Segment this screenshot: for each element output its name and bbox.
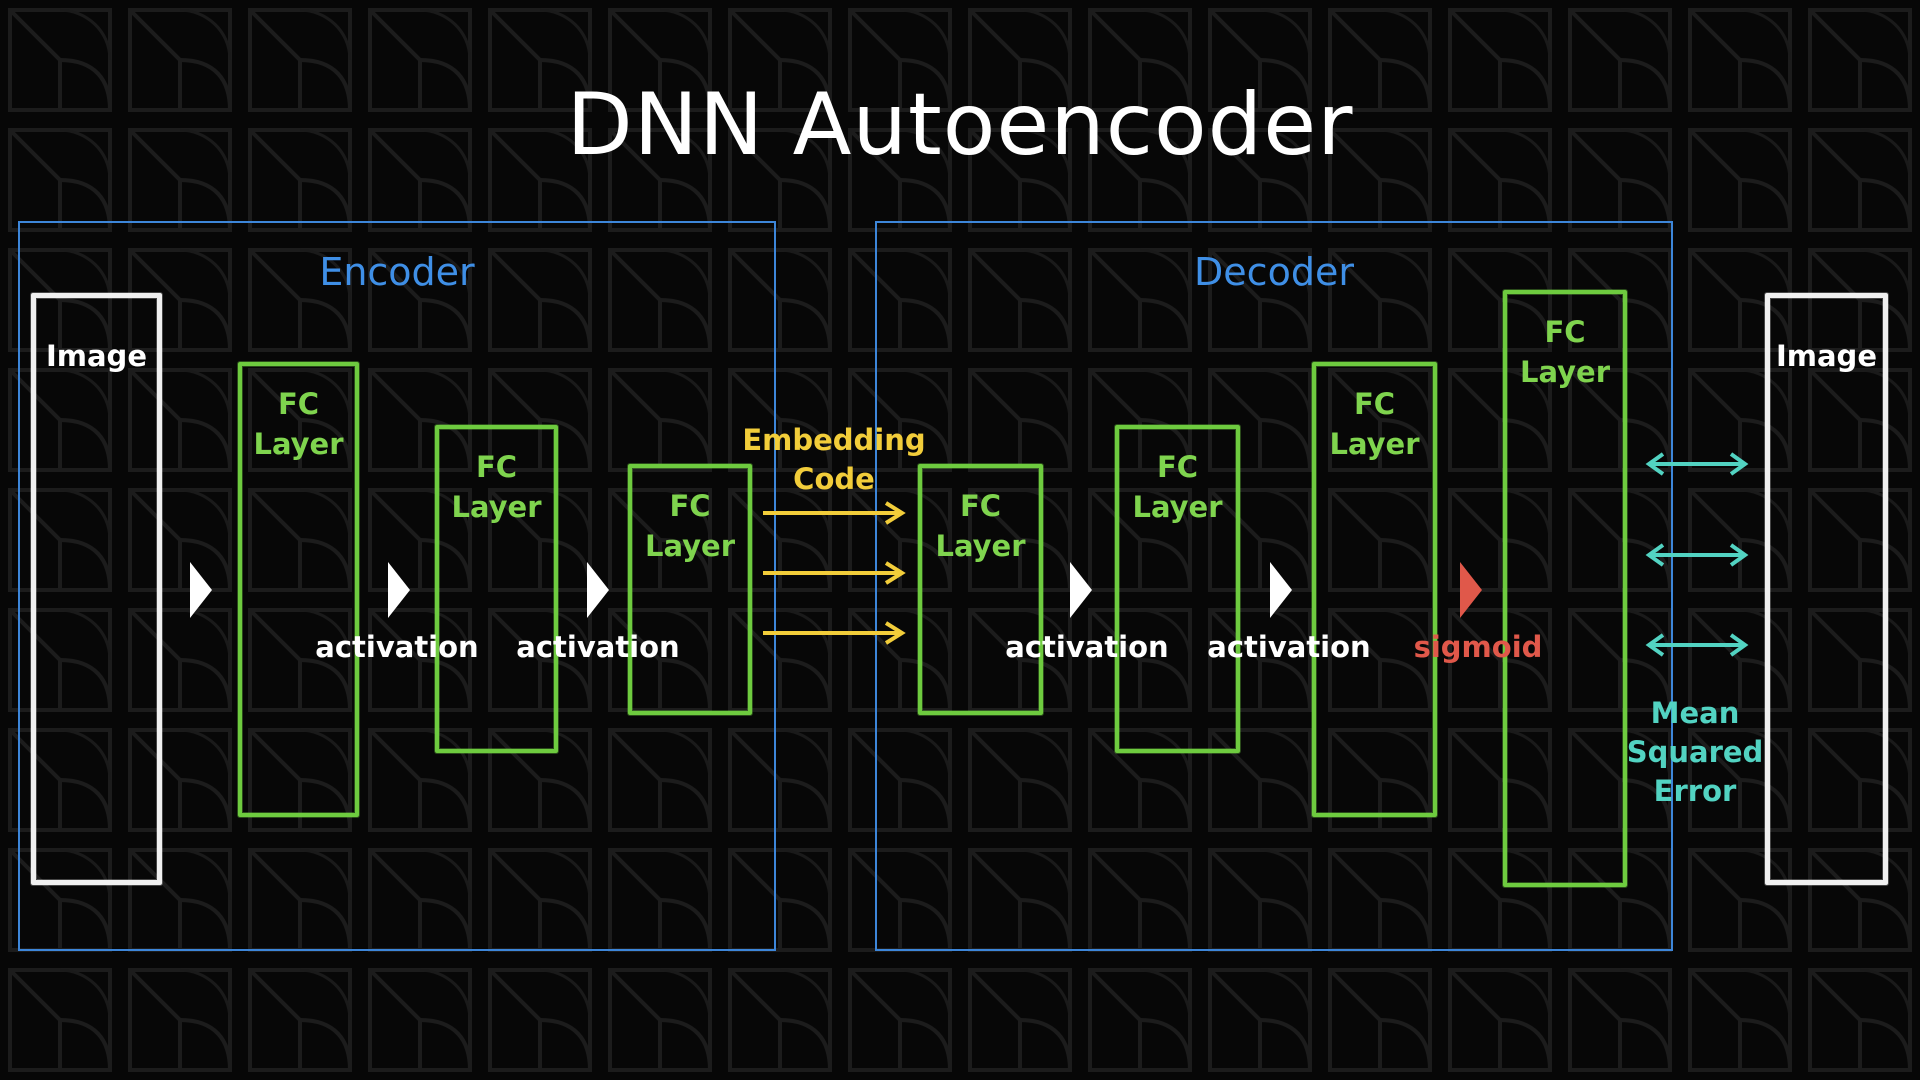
embedding-code-label: Embedding Code [742, 423, 926, 496]
embedding-arrow [763, 621, 906, 645]
embedding-arrow [763, 561, 906, 585]
input-image-box: Image [31, 293, 162, 885]
activation-triangle [587, 562, 609, 618]
encoder-fc-layer-3: FC Layer [628, 464, 752, 715]
activation-label: activation [315, 630, 479, 664]
activation-label: activation [516, 630, 680, 664]
fc-layer-label: FC Layer [1132, 450, 1223, 524]
embedding-arrow [763, 501, 906, 525]
mse-double-arrow [1645, 633, 1749, 657]
mse-double-arrow [1645, 543, 1749, 567]
activation-triangle [388, 562, 410, 618]
fc-layer-label: FC Layer [451, 450, 542, 524]
encoder-label: Encoder [319, 250, 475, 294]
fc-layer-label: FC Layer [1329, 387, 1420, 461]
fc-layer-label: FC Layer [1519, 315, 1611, 389]
decoder-section: Decoder [875, 221, 1673, 951]
fc-layer-label: FC Layer [253, 387, 344, 461]
encoder-fc-layer-1: FC Layer [238, 362, 359, 817]
encoder-fc-layer-2: FC Layer [435, 425, 558, 753]
decoder-fc-layer-3: FC Layer [1312, 362, 1437, 817]
activation-label: activation [1005, 630, 1169, 664]
activation-triangle [190, 562, 212, 618]
fc-layer-label: FC Layer [644, 489, 736, 563]
encoder-section: Encoder [18, 221, 776, 951]
sigmoid-label: sigmoid [1413, 630, 1543, 664]
activation-label: activation [1207, 630, 1371, 664]
decoder-fc-layer-2: FC Layer [1115, 425, 1240, 753]
output-image-box: Image [1765, 293, 1888, 885]
decoder-label: Decoder [1194, 250, 1354, 294]
decoder-fc-layer-1: FC Layer [918, 464, 1043, 715]
sigmoid-triangle [1460, 562, 1482, 618]
page-title: DNN Autoencoder [566, 75, 1354, 175]
output-image-label: Image [1775, 339, 1877, 373]
input-image-label: Image [45, 339, 147, 373]
activation-triangle [1070, 562, 1092, 618]
decoder-fc-layer-4: FC Layer [1503, 290, 1627, 887]
mse-double-arrow [1645, 452, 1749, 476]
activation-triangle [1270, 562, 1292, 618]
fc-layer-label: FC Layer [935, 489, 1026, 563]
mean-squared-error-label: Mean Squared Error [1626, 696, 1764, 808]
